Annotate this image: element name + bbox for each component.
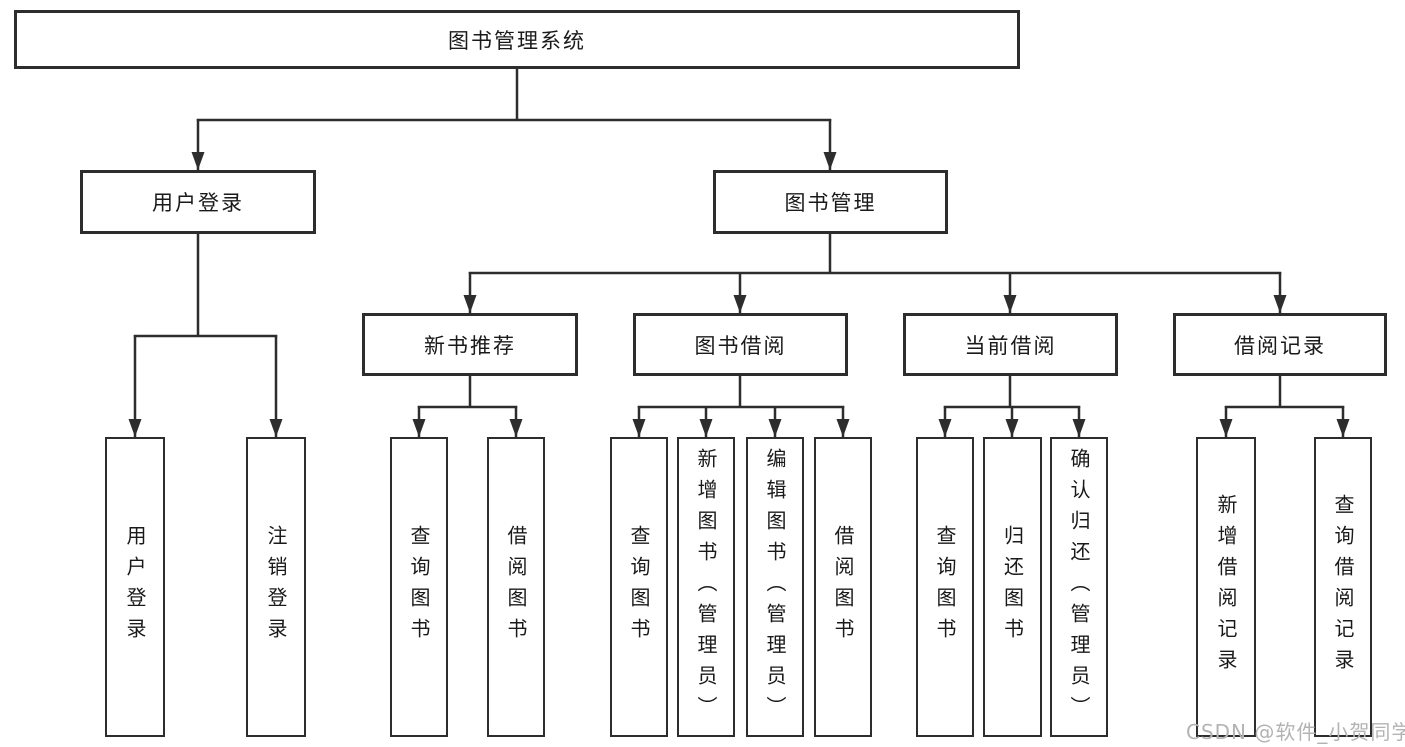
leaf-return-book: 归还图书 <box>983 437 1042 737</box>
node-borrow-records: 借阅记录 <box>1173 313 1387 376</box>
leaf-borrow-books-2: 借阅图书 <box>814 437 872 737</box>
leaf-label: 查询借阅记录 <box>1331 494 1355 680</box>
node-label: 借阅记录 <box>1234 333 1326 358</box>
leaf-edit-book-admin: 编辑图书（管理员） <box>746 437 804 737</box>
leaf-confirm-return-admin: 确认归还（管理员） <box>1050 437 1108 737</box>
node-label: 用户登录 <box>152 191 244 215</box>
node-current-borrow: 当前借阅 <box>903 313 1118 376</box>
node-label: 图书借阅 <box>694 333 787 358</box>
leaf-add-book-admin: 新增图书（管理员） <box>677 437 735 737</box>
leaf-borrow-books-1: 借阅图书 <box>487 437 545 737</box>
leaf-label: 查询图书 <box>627 525 651 649</box>
node-label: 图书管理 <box>784 191 877 215</box>
leaf-label: 用户登录 <box>123 525 147 649</box>
leaf-user-login: 用户登录 <box>105 437 165 737</box>
leaf-label: 注销登录 <box>264 525 288 649</box>
leaf-label: 新增图书（管理员） <box>694 447 718 727</box>
leaf-label: 新增借阅记录 <box>1214 494 1238 680</box>
node-label: 新书推荐 <box>424 333 516 358</box>
node-book-management: 图书管理 <box>713 170 948 234</box>
leaf-query-books-3: 查询图书 <box>916 437 974 737</box>
node-user-login: 用户登录 <box>80 170 316 234</box>
node-book-borrow: 图书借阅 <box>633 313 848 376</box>
leaf-logout: 注销登录 <box>246 437 306 737</box>
leaf-query-books-1: 查询图书 <box>390 437 448 737</box>
node-library-system: 图书管理系统 <box>14 10 1020 69</box>
leaf-query-borrow-record: 查询借阅记录 <box>1314 437 1372 737</box>
node-label: 当前借阅 <box>964 333 1057 358</box>
node-label: 图书管理系统 <box>448 28 586 53</box>
leaf-label: 借阅图书 <box>504 525 528 649</box>
leaf-query-books-2: 查询图书 <box>610 437 668 737</box>
leaf-add-borrow-record: 新增借阅记录 <box>1196 437 1256 737</box>
leaf-label: 借阅图书 <box>831 525 855 649</box>
node-new-book-recommend: 新书推荐 <box>362 313 578 376</box>
leaf-label: 归还图书 <box>1000 525 1025 649</box>
leaf-label: 查询图书 <box>407 525 431 649</box>
leaf-label: 确认归还（管理员） <box>1067 447 1091 727</box>
leaf-label: 编辑图书（管理员） <box>763 447 787 727</box>
leaf-label: 查询图书 <box>933 525 957 649</box>
csdn-watermark: CSDN @软件_小贺同学 <box>1186 720 1405 744</box>
